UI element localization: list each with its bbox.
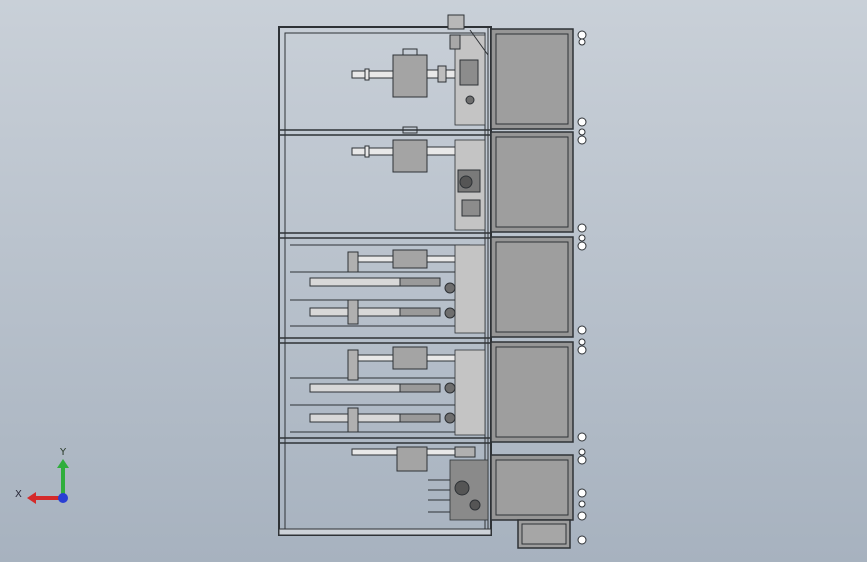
triad-z-axis	[58, 493, 68, 503]
caster-wheels	[577, 30, 587, 545]
cabinet-5-spindle	[351, 446, 489, 521]
triad-y-axis	[57, 459, 69, 498]
coordinate-triad: Y X	[15, 447, 69, 504]
cabinet-1-spindle	[351, 14, 489, 126]
base-rail	[278, 528, 492, 536]
triad-y-label: Y	[59, 447, 67, 458]
cabinet-3-linkage	[290, 244, 486, 334]
cabinet-2-spindle	[351, 126, 486, 231]
machine-assembly-front-view[interactable]	[278, 14, 587, 549]
side-panels	[490, 28, 574, 549]
triad-x-axis	[27, 492, 62, 504]
cabinet-dividers	[279, 129, 491, 444]
triad-x-label: X	[15, 489, 22, 500]
cabinet-4-linkage	[290, 346, 486, 436]
